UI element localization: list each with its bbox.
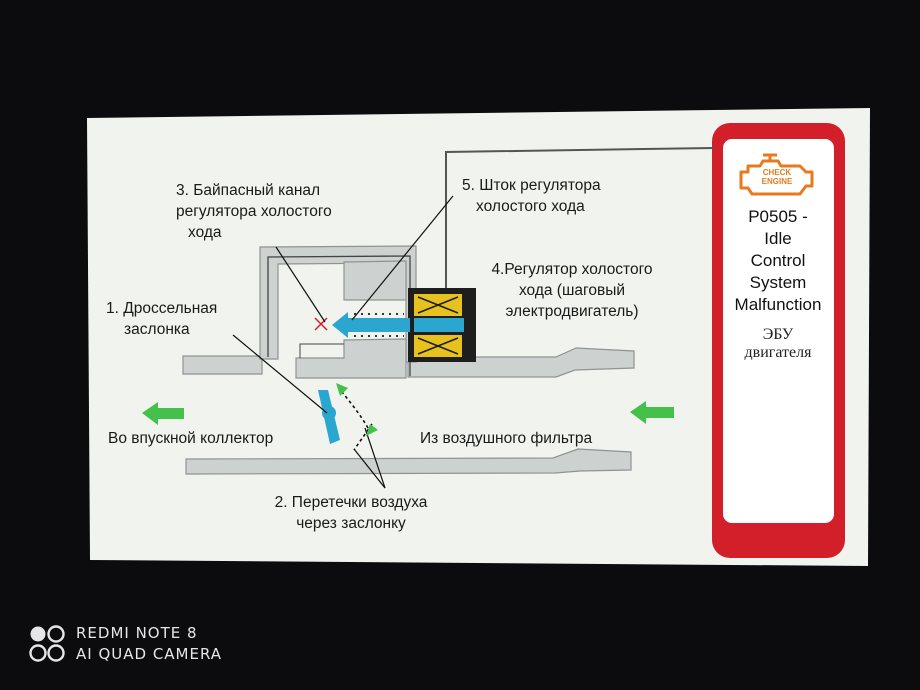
regulator-label-line3: электродвигатель) xyxy=(505,303,639,320)
bypass-housing xyxy=(259,245,417,379)
from-filter-label: Из воздушного фильтра xyxy=(420,430,593,447)
upper-duct-left xyxy=(182,355,263,375)
regulator-label-line2: хода (шаговый xyxy=(518,282,625,299)
bypass-channel-label: 3. Байпасный канал регулятора холостого … xyxy=(176,180,332,243)
bypass-seat xyxy=(299,343,344,358)
leak-arrow-head-lower xyxy=(366,424,378,436)
badge-line-top: CHECK xyxy=(762,168,792,177)
idle-regulator-motor xyxy=(408,288,476,362)
air-leak-arrows xyxy=(341,391,373,451)
air-leaks-line1: 2. Перетечки воздуха xyxy=(274,494,428,511)
air-leaks-label: 2. Перетечки воздуха через заслонку xyxy=(246,492,456,534)
bypass-label-line2: регулятора холостого xyxy=(176,203,332,220)
to-intake-label: Во впускной коллектор xyxy=(108,430,274,447)
regulator-rod-label: 5. Шток регулятора холостого хода xyxy=(462,175,601,217)
throttle-label-line1: 1. Дроссельная xyxy=(106,300,218,317)
air-leaks-line2: через заслонку xyxy=(296,515,406,532)
ecu-subtitle-line2: двигателя xyxy=(744,344,812,361)
ecu-screen xyxy=(723,139,834,523)
bypass-label-line1: 3. Байпасный канал xyxy=(176,182,321,199)
code-line-5: Malfunction xyxy=(734,295,822,314)
badge-line-bottom: ENGINE xyxy=(761,177,793,186)
ecu-subtitle-line1: ЭБУ xyxy=(762,326,794,343)
regulator-label-line1: 4.Регулятор холостого xyxy=(491,261,653,278)
code-line-3: Control xyxy=(750,251,806,270)
airflow-arrow-inlet xyxy=(630,401,674,424)
ecu-subtitle: ЭБУ двигателя xyxy=(718,326,838,362)
ecu-wire xyxy=(445,147,715,290)
code-line-2: Idle xyxy=(764,229,792,248)
lower-duct-wall xyxy=(185,448,632,475)
camera-logo-icon xyxy=(29,625,65,662)
check-engine-badge: CHECK ENGINE xyxy=(749,168,805,186)
airflow-arrow-outlet xyxy=(142,402,184,425)
rod-label-line1: 5. Шток регулятора xyxy=(462,177,601,194)
watermark-model: REDMI NOTE 8 xyxy=(76,624,198,642)
check-engine-icon xyxy=(739,153,814,196)
watermark-camera: AI QUAD CAMERA xyxy=(76,645,223,663)
throttle-valve xyxy=(318,390,340,444)
leader-lines xyxy=(232,195,454,489)
rod-label-line2: холостого хода xyxy=(476,198,585,215)
idle-regulator-label: 4.Регулятор холостого хода (шаговый элек… xyxy=(462,259,682,322)
leak-arrow-head-upper xyxy=(336,383,348,396)
valve-seat-marker xyxy=(314,317,328,331)
code-line-1: P0505 - xyxy=(748,207,808,226)
upper-duct-right xyxy=(407,347,635,378)
bypass-label-line3: хода xyxy=(188,224,222,241)
throttle-label: 1. Дроссельная заслонка xyxy=(106,298,217,340)
throttle-label-line2: заслонка xyxy=(124,321,190,338)
error-code-text: P0505 - Idle Control System Malfunction xyxy=(718,206,838,316)
regulator-rod-arrow xyxy=(332,312,410,338)
diagram-panel xyxy=(87,108,870,566)
code-line-4: System xyxy=(749,273,807,292)
